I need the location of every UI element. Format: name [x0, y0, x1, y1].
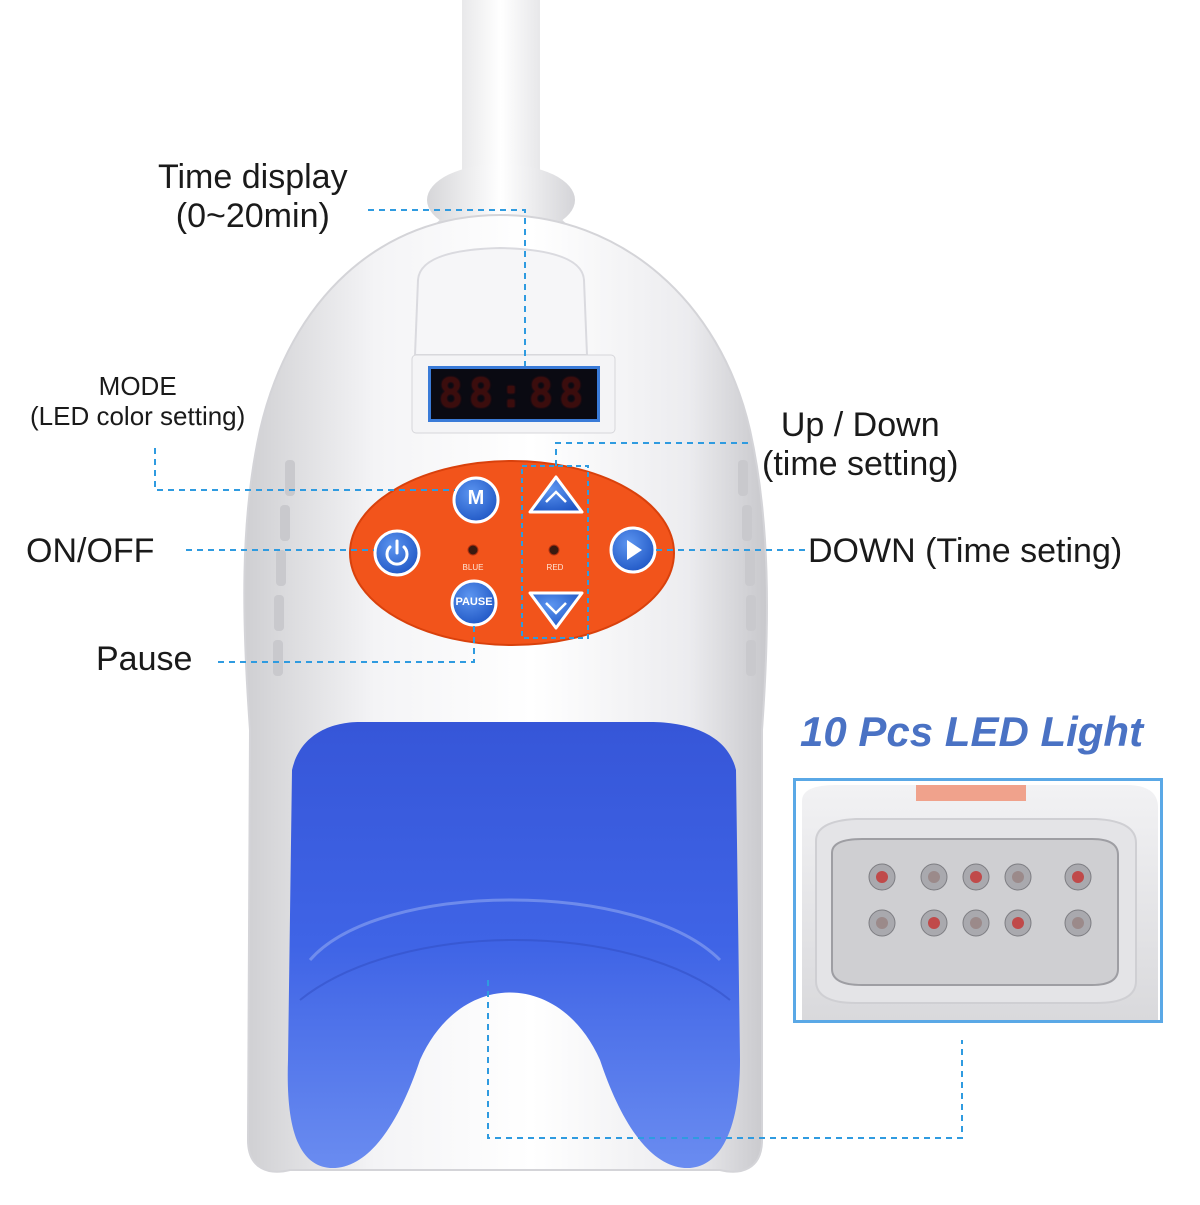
- led-bulb-core: [876, 871, 888, 883]
- time-display-label: Time display (0~20min): [158, 158, 348, 236]
- play-button[interactable]: [609, 526, 657, 574]
- led-bulb-core: [1012, 917, 1024, 929]
- mouthpiece: [287, 722, 740, 1169]
- led-array: [868, 863, 1092, 937]
- led-bulb-core: [970, 871, 982, 883]
- pause-button-label: PAUSE: [455, 596, 493, 608]
- mode-label-line1: MODE: [98, 371, 177, 401]
- chevron-down-icon: [545, 602, 567, 615]
- power-button[interactable]: [373, 529, 421, 577]
- vents-left: [273, 460, 295, 676]
- led-bulb-core: [876, 917, 888, 929]
- blue-indicator-led: [467, 544, 479, 556]
- time-display-digits: 88:88: [438, 371, 590, 417]
- led-bulb-core: [970, 917, 982, 929]
- chevron-up-icon: [545, 490, 567, 503]
- power-icon: [385, 539, 409, 566]
- led-bulb-core: [928, 871, 940, 883]
- led-bulb-core: [928, 917, 940, 929]
- display-housing: [413, 246, 589, 356]
- up-down-label-line2: (time setting): [762, 445, 959, 484]
- red-indicator-label: RED: [546, 563, 564, 572]
- blue-indicator-label: BLUE: [462, 563, 484, 572]
- led-light-title: 10 Pcs LED Light: [800, 708, 1144, 755]
- led-bulb-core: [1072, 917, 1084, 929]
- up-down-highlight: [521, 465, 589, 639]
- time-display-label-line2: (0~20min): [175, 197, 330, 236]
- mode-button-label: M: [467, 487, 485, 509]
- vents-right: [738, 460, 756, 676]
- red-indicator-led: [548, 544, 560, 556]
- mode-label: MODE (LED color setting): [30, 371, 246, 432]
- on-off-label: ON/OFF: [26, 532, 155, 570]
- up-down-label-line1: Up / Down: [780, 406, 940, 444]
- up-down-label: Up / Down (time setting): [762, 406, 959, 484]
- led-bulb-core: [1072, 871, 1084, 883]
- led-inset-drawing: [796, 781, 1160, 1020]
- time-display-label-line1: Time display: [158, 158, 348, 196]
- mode-button[interactable]: [452, 476, 500, 524]
- down-button[interactable]: [528, 591, 584, 630]
- pause-label: Pause: [96, 640, 193, 678]
- pause-button[interactable]: [450, 579, 498, 627]
- leader-lines: [154, 209, 963, 1139]
- down-label: DOWN (Time seting): [808, 532, 1123, 570]
- time-display: 88:88: [428, 366, 600, 422]
- control-panel: [350, 461, 674, 645]
- up-button[interactable]: [528, 475, 584, 514]
- led-bulb-core: [1012, 871, 1024, 883]
- mode-label-line2: (LED color setting): [30, 400, 246, 431]
- play-icon: [627, 540, 642, 560]
- led-inset: [793, 778, 1163, 1023]
